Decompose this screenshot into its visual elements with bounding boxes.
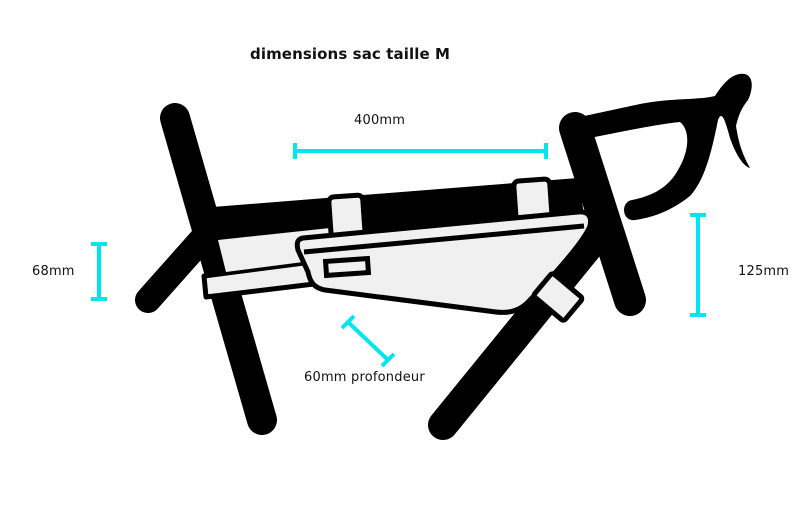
depth-label: 60mm profondeur (304, 370, 425, 385)
handlebar (575, 73, 752, 221)
seat-tube (160, 103, 277, 435)
dimension-line-400mm (293, 143, 548, 159)
front-height-label: 125mm (738, 264, 790, 279)
bag-zipper-pull (322, 255, 372, 279)
dimension-line-125mm (690, 213, 706, 317)
rear-height-label: 68mm (32, 264, 75, 279)
down-tube (428, 217, 615, 440)
frame-bag (294, 209, 593, 315)
diagram-title: dimensions sac taille M (250, 45, 451, 63)
top-tube (200, 178, 584, 246)
seat-stay (135, 215, 225, 313)
head-tube (559, 112, 646, 316)
down-tube-strap (531, 271, 585, 323)
dimension-line-60mm-depth (340, 314, 396, 368)
dimension-line-68mm (91, 242, 107, 301)
length-label: 400mm (354, 113, 406, 128)
